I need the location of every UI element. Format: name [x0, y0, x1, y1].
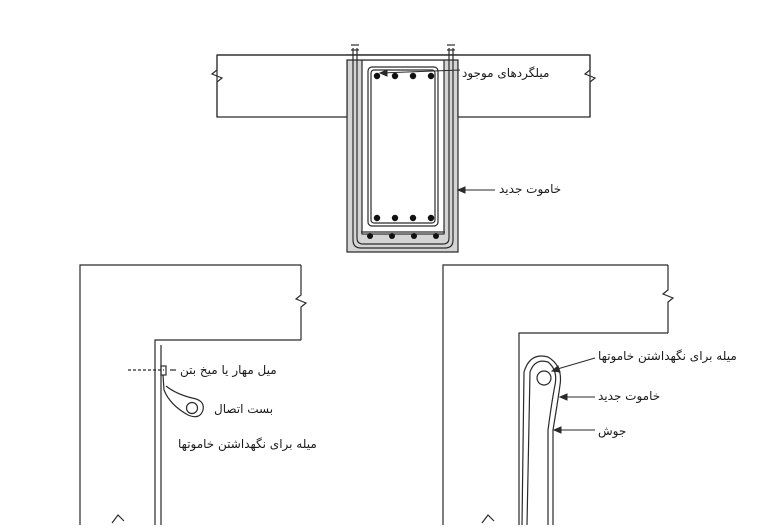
left-break-mark — [294, 265, 308, 340]
label-new-stirrup-top: خاموت جدید — [499, 182, 562, 196]
existing-beam-core — [361, 59, 445, 235]
left-beam-outline — [79, 264, 301, 525]
right-break-mark — [661, 265, 675, 333]
label-anchor-bolt: میل مهار یا میخ بتن — [180, 363, 277, 377]
top-leaders — [378, 69, 495, 194]
holding-rod-left — [185, 401, 199, 415]
right-beam-inner — [518, 332, 668, 525]
label-connection-clamp: بست اتصال — [214, 402, 274, 416]
label-weld: جوش — [598, 424, 627, 438]
label-existing-bars: میلگردهای موجود — [462, 66, 550, 80]
left-beam-inner — [154, 339, 301, 525]
existing-stirrup — [367, 66, 439, 227]
right-beam-outline — [442, 264, 668, 525]
bottom-leaders — [550, 357, 596, 434]
clamp-loop — [162, 374, 204, 418]
right-new-stirrup — [526, 360, 557, 526]
existing-bars — [367, 72, 439, 239]
break-mark-right — [583, 55, 597, 117]
label-new-stirrup-right: خاموت جدید — [598, 389, 661, 403]
holding-rod-right — [536, 370, 552, 386]
label-holding-rod-left: میله برای نگهداشتن خاموتها — [178, 437, 317, 451]
label-holding-rod-right: میله برای نگهداشتن خاموتها — [598, 349, 737, 363]
break-mark-left — [210, 55, 224, 117]
left-corner-detail — [79, 264, 308, 525]
new-u-stirrup — [352, 48, 454, 249]
beam-jacket-section — [210, 44, 597, 253]
